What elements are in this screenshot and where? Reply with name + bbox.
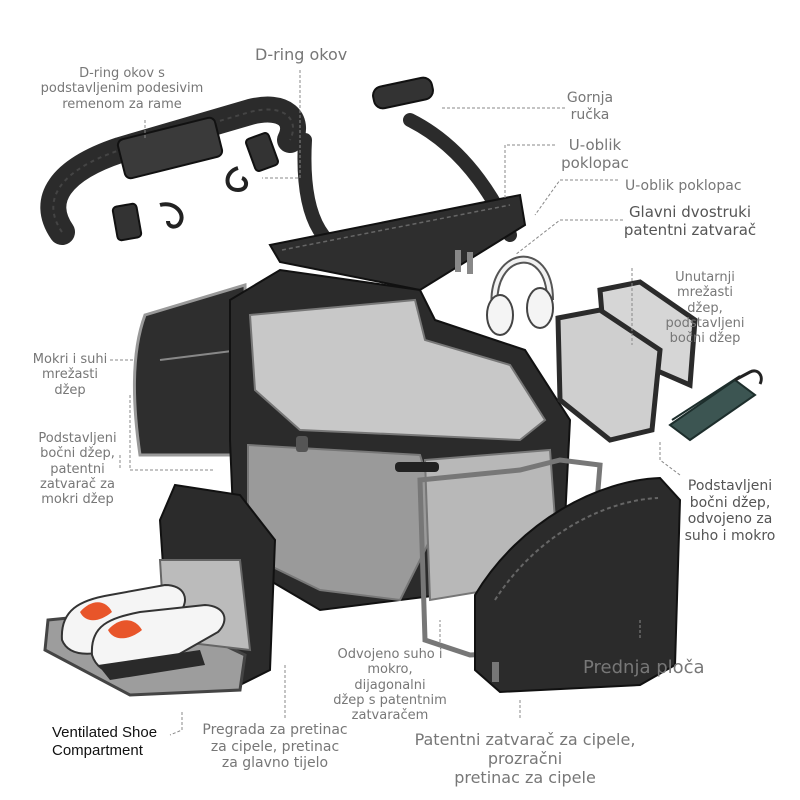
label-shoe-zipper: Patentni zatvarač za cipele, prozračni p…: [414, 730, 636, 787]
u-lid: [268, 76, 527, 292]
label-wet-dry-diagonal: Odvojeno suho i mokro, dijagonalni džep …: [333, 647, 447, 724]
label-d-ring: D-ring okov: [255, 45, 348, 64]
label-wet-dry-mesh: Mokri i suhi mrežasti džep: [32, 352, 108, 398]
top-handle-grip: [372, 76, 434, 110]
label-inner-mesh: Unutarnji mrežasti džep, podstavljeni bo…: [665, 270, 745, 347]
umbrella-icon: [668, 369, 763, 442]
label-padded-side-right: Podstavljeni bočni džep, odvojeno za suh…: [684, 478, 776, 544]
label-padded-side-left: Podstavljeni bočni džep, patentni zatvar…: [38, 431, 117, 508]
right-pockets: [555, 279, 698, 443]
shoes-icon: [60, 583, 226, 680]
label-d-ring-strap: D-ring okov s podstavljenim podesivim re…: [40, 66, 204, 112]
leader-lines: [110, 70, 681, 736]
label-divider: Pregrada za pretinac za cipele, pretinac…: [202, 722, 348, 772]
label-shoe-compartment: Ventilated Shoe Compartment: [52, 724, 158, 759]
headphones-icon: [486, 255, 554, 336]
label-top-handle: Gornja ručka: [566, 90, 614, 123]
front-panel: [417, 457, 682, 694]
label-main-zipper: Glavni dvostruki patentni zatvarač: [623, 203, 757, 239]
label-u-lid-1: U-oblik poklopac: [561, 136, 629, 172]
main-lining: [248, 298, 547, 442]
shoulder-pad: [116, 116, 224, 180]
snap-hook-left: [159, 202, 184, 229]
shoulder-strap: [40, 96, 306, 245]
snap-hook-right: [225, 166, 249, 193]
label-u-lid-2: U-oblik poklopac: [625, 178, 742, 194]
left-mesh-panel: [133, 282, 250, 457]
main-body: [229, 268, 572, 612]
label-front-panel: Prednja ploča: [583, 657, 705, 678]
